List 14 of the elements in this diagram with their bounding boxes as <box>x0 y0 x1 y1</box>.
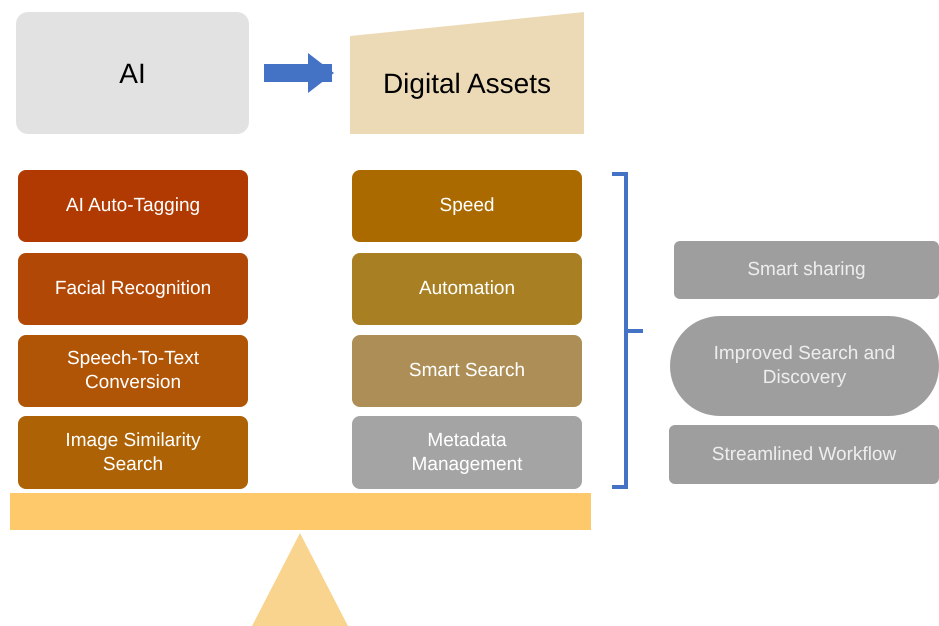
outcome-box: Smart sharing <box>674 241 939 299</box>
feature-box: Speech-To-Text Conversion <box>18 335 248 407</box>
benefit-box: Automation <box>352 253 582 325</box>
feature-box: AI Auto-Tagging <box>18 170 248 242</box>
benefit-box: Metadata Management <box>352 416 582 489</box>
category-box: AI <box>16 12 249 134</box>
benefit-box: Speed <box>352 170 582 242</box>
feature-box: Image Similarity Search <box>18 416 248 489</box>
block-arrow <box>264 53 334 93</box>
feature-box: Facial Recognition <box>18 253 248 325</box>
benefit-box: Smart Search <box>352 335 582 407</box>
category-box: Digital Assets <box>350 12 584 134</box>
outcome-pill: Improved Search and Discovery <box>670 316 939 416</box>
outcome-box: Streamlined Workflow <box>669 425 939 484</box>
